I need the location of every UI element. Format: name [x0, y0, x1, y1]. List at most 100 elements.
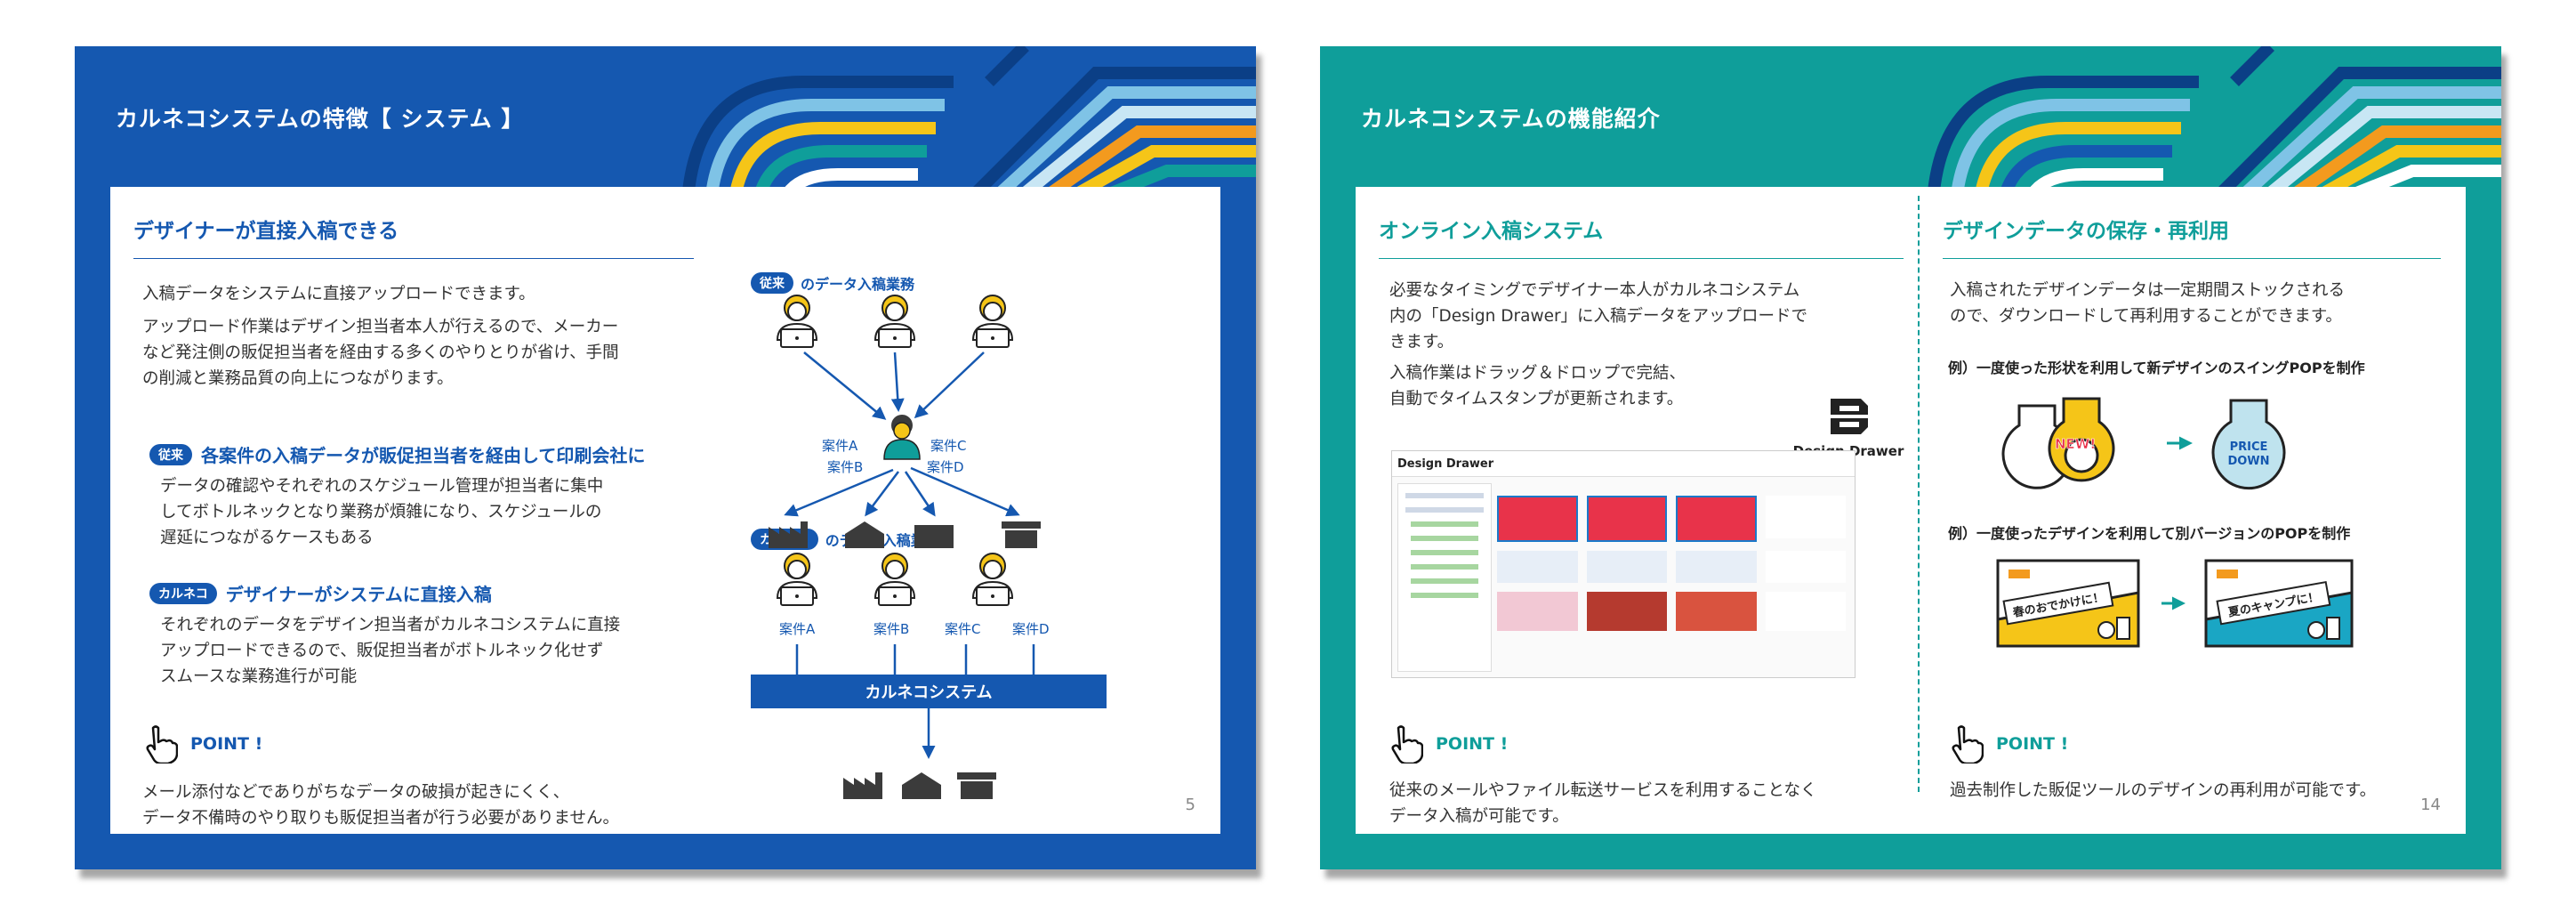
designer-icon	[972, 553, 1013, 606]
left-intro-line-3: きます。	[1389, 333, 1454, 351]
pointing-hand-icon	[146, 725, 178, 764]
new-body-line-2: アップロードできるので、販促担当者がボトルネック化せず	[160, 642, 604, 660]
pointing-hand-icon	[1391, 725, 1423, 764]
left-point-header: POINT !	[1388, 724, 1508, 764]
swing-pop-illustration: NEW! PRICE DOWN	[2001, 397, 2286, 490]
old-body-line-2: してボトルネックとなり業務が煩雑になり、スケジュールの	[160, 503, 602, 521]
right-point-label: POINT !	[1996, 734, 2069, 754]
intro-line-2: アップロード作業はデザイン担当者本人が行えるので、メーカー	[142, 318, 619, 336]
left-intro-line-2: 内の「Design Drawer」に入稿データをアップロードで	[1389, 307, 1808, 326]
new-badge-text: NEW!	[2055, 436, 2096, 452]
slide-title: カルネコシステムの機能紹介	[1361, 106, 1661, 132]
intro-text: 入稿データをシステムに直接アップロードできます。 アップロード作業はデザイン担当…	[142, 281, 619, 392]
left-point-line-2: データ入稿が可能です。	[1389, 807, 1569, 826]
right-point-text: 過去制作した販促ツールのデザインの再利用が可能です。	[1950, 778, 2376, 804]
page-number: 14	[2420, 796, 2441, 814]
right-intro: 入稿されたデザインデータは一定期間ストックされる ので、ダウンロードして再利用す…	[1950, 278, 2345, 329]
diagram-old-pill: 従来	[751, 272, 793, 294]
flow-arrow	[803, 351, 887, 420]
left-intro-line-4: 入稿作業はドラッグ＆ドロップで完結、	[1389, 364, 1686, 383]
example-2-caption: 例）一度使ったデザインを利用して別バージョンのPOPを制作	[1948, 525, 2351, 542]
new-pill: カルネコ	[149, 582, 217, 604]
screenshot-logo: Design Drawer	[1397, 457, 1494, 471]
left-section-heading: オンライン入稿システム	[1379, 214, 1904, 259]
diagram-old-text: のデータ入稿業務	[801, 276, 915, 293]
case-a-old: 案件A	[822, 438, 858, 454]
slide-title: カルネコシステムの特徴【 システム 】	[116, 106, 525, 132]
case-b-old: 案件B	[827, 459, 863, 475]
left-intro-line-1: 必要なタイミングでデザイナー本人がカルネコシステム	[1389, 281, 1800, 300]
section-heading: デザイナーが直接入稿できる	[133, 214, 694, 259]
new-method-subheading: カルネコ デザイナーがシステムに直接入稿	[149, 580, 492, 606]
slide-system-features: カルネコシステムの特徴【 システム 】 デザイナーが直接入稿できる 入稿データを…	[75, 46, 1256, 869]
case-b-new: 案件B	[873, 621, 909, 637]
point-line-2: データ不備時のやり取りも販促担当者が行う必要がありません。	[142, 809, 619, 828]
new-body-line-1: それぞれのデータをデザイン担当者がカルネコシステムに直接	[160, 616, 621, 634]
system-bar	[751, 675, 1107, 708]
flow-arrow	[914, 351, 985, 419]
price-label: PRICE	[2230, 440, 2268, 454]
shop-icon	[1002, 521, 1041, 548]
point-header: POINT !	[142, 724, 262, 764]
new-sub-text: デザイナーがシステムに直接入稿	[225, 584, 492, 605]
pointing-hand-icon	[1952, 725, 1984, 764]
warehouse-icon	[845, 521, 884, 548]
old-method-subheading: 従来 各案件の入稿データが販促担当者を経由して印刷会社に	[149, 441, 645, 467]
new-body-line-3: スムースな業務進行が可能	[160, 667, 358, 686]
old-body-line-3: 遅延につながるケースもある	[160, 529, 374, 547]
case-a-new: 案件A	[779, 621, 816, 637]
content-card: オンライン入稿システム 必要なタイミングでデザイナー本人がカルネコシステム 内の…	[1356, 187, 2466, 834]
old-body-line-1: データの確認やそれぞれのスケジュール管理が担当者に集中	[160, 477, 604, 496]
case-d-new: 案件D	[1012, 621, 1050, 637]
promo-staff-icon	[883, 415, 921, 460]
intro-line-1: 入稿データをシステムに直接アップロードできます。	[142, 285, 535, 303]
column-divider	[1918, 196, 1920, 792]
flow-arrow	[904, 471, 936, 517]
design-drawer-screenshot: Design Drawer	[1391, 450, 1856, 678]
right-point-header: POINT !	[1948, 724, 2068, 764]
content-card: デザイナーが直接入稿できる 入稿データをシステムに直接アップロードできます。 ア…	[110, 187, 1220, 834]
factory-icon	[843, 772, 882, 799]
new-method-body: それぞれのデータをデザイン担当者がカルネコシステムに直接 アップロードできるので…	[160, 612, 620, 690]
intro-line-3: など発注側の販促担当者を経由する多くのやりとりが省け、手間	[142, 343, 619, 362]
office-icon	[914, 525, 954, 548]
price-down-pop	[2211, 399, 2286, 490]
screenshot-header: Design Drawer	[1392, 451, 1855, 477]
screenshot-thumbnails	[1497, 496, 1846, 631]
flow-arrow	[890, 351, 905, 412]
point-text: メール添付などでありがちなデータの破損が起きにくく、 データ不備時のやり取りも販…	[142, 780, 619, 831]
case-c-old: 案件C	[930, 438, 966, 454]
flow-arrow	[910, 466, 1020, 517]
flow-arrow	[784, 468, 894, 517]
point-line-1: メール添付などでありがちなデータの破損が起きにくく、	[142, 783, 570, 802]
page-number: 5	[1185, 796, 1195, 814]
old-pill: 従来	[149, 443, 192, 465]
right-section-heading: デザインデータの保存・再利用	[1943, 214, 2441, 259]
screenshot-folder-tree	[1397, 483, 1492, 672]
flow-arrow	[865, 471, 899, 517]
right-point-line-1: 過去制作した販促ツールのデザインの再利用が可能です。	[1950, 781, 2377, 800]
old-sub-text: 各案件の入稿データが販促担当者を経由して印刷会社に	[201, 445, 646, 466]
right-intro-line-1: 入稿されたデザインデータは一定期間ストックされる	[1950, 281, 2346, 300]
right-intro-line-2: ので、ダウンロードして再利用することができます。	[1950, 307, 2342, 326]
designer-icon	[972, 295, 1013, 348]
design-drawer-logo-icon	[1831, 399, 1868, 434]
designer-icon	[874, 553, 915, 606]
left-intro-line-5: 自動でタイムスタンプが更新されます。	[1389, 390, 1684, 408]
diagram-old-label: 従来 のデータ入稿業務	[751, 272, 914, 294]
designer-icon	[777, 553, 817, 606]
design-drawer-logo: Design Drawer	[1786, 393, 1911, 459]
left-point-line-1: 従来のメールやファイル転送サービスを利用することなく	[1389, 781, 1817, 800]
designer-icon	[874, 295, 915, 348]
designer-icon	[777, 295, 817, 348]
pop-version-illustration: 春のおでかけに！ 夏のキャンプに！	[1996, 559, 2354, 648]
warehouse-icon	[902, 772, 941, 799]
left-intro: 必要なタイミングでデザイナー本人がカルネコシステム 内の「Design Draw…	[1389, 278, 1807, 412]
left-point-text: 従来のメールやファイル転送サービスを利用することなく データ入稿が可能です。	[1389, 778, 1816, 829]
case-d-old: 案件D	[927, 459, 964, 475]
left-point-label: POINT !	[1436, 734, 1509, 754]
old-method-body: データの確認やそれぞれのスケジュール管理が担当者に集中 してボトルネックとなり業…	[160, 473, 603, 551]
factory-icon	[769, 521, 808, 548]
system-bar-label: カルネコシステム	[865, 683, 992, 702]
workflow-diagram: 案件A 案件B 案件C 案件D 案件A 案件B 案件C 案件D	[751, 295, 1107, 799]
